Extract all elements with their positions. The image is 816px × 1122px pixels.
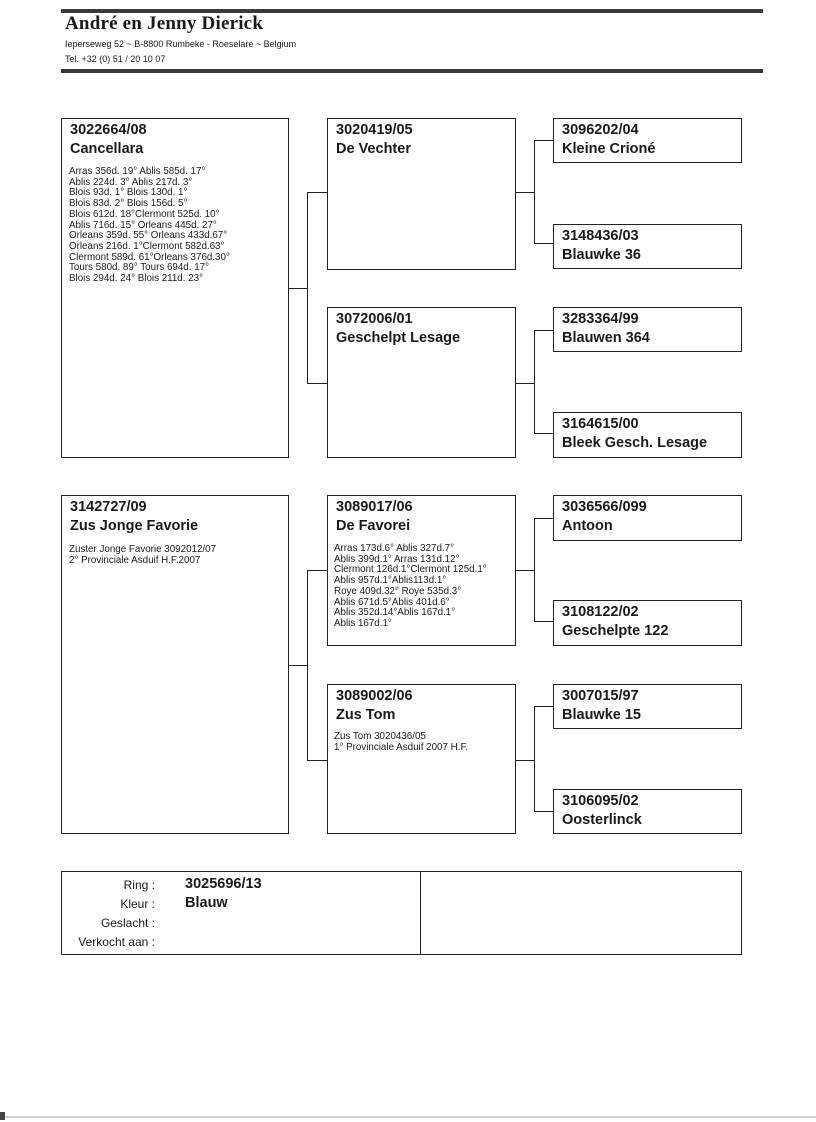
pigeon-ring: 3148436/03 [562, 228, 639, 244]
pigeon-name: Blauwke 36 [562, 247, 641, 263]
color-label: Kleur : [120, 897, 155, 911]
sire-sire-dam-card: 3148436/03 Blauwke 36 [553, 224, 742, 269]
pigeon-name: Blauwen 364 [562, 330, 650, 346]
connector-line [307, 383, 327, 384]
pigeon-ring: 3072006/01 [336, 311, 413, 327]
connector-line [534, 140, 553, 141]
pigeon-ring: 3142727/09 [70, 499, 147, 515]
pigeon-ring: 3108122/02 [562, 604, 639, 620]
pigeon-name: Geschelpte 122 [562, 623, 669, 639]
pigeon-name: Blauwke 15 [562, 707, 641, 723]
pigeon-name: Kleine Crioné [562, 141, 656, 157]
pigeon-name: Geschelpt Lesage [336, 330, 461, 346]
pigeon-ring: 3283364/99 [562, 311, 639, 327]
connector-line [288, 288, 308, 289]
race-results: Arras 356d. 19° Ablis 585d. 17° Ablis 22… [69, 166, 230, 285]
pigeon-ring: 3096202/04 [562, 122, 639, 138]
connector-line [534, 811, 553, 812]
connector-line [307, 570, 308, 761]
pigeon-name: De Vechter [336, 141, 411, 157]
connector-line [307, 570, 327, 571]
color-value: Blauw [185, 895, 228, 911]
info-divider [420, 872, 421, 954]
pigeon-name: Bleek Gesch. Lesage [562, 435, 708, 451]
connector-line [307, 192, 327, 193]
dam-sire-dam-card: 3108122/02 Geschelpte 122 [553, 600, 742, 646]
connector-line [307, 760, 327, 761]
pigeon-ring: 3020419/05 [336, 122, 413, 138]
connector-line [515, 383, 535, 384]
pigeon-name: Cancellara [70, 141, 144, 157]
race-results: Arras 173d.6° Ablis 327d.7° Ablis 399d.1… [334, 543, 487, 629]
pigeon-ring: 3007015/97 [562, 688, 639, 704]
dam-dam-sire-card: 3007015/97 Blauwke 15 [553, 684, 742, 729]
connector-line [307, 192, 308, 384]
pigeon-name: Zus Tom [336, 707, 396, 723]
connector-line [534, 518, 535, 622]
pigeon-name: Zus Jonge Favorie [70, 518, 199, 534]
pigeon-ring: 3089002/06 [336, 688, 413, 704]
connector-line [288, 665, 308, 666]
subject-info-box: Ring : 3025696/13 Kleur : Blauw Geslacht… [61, 871, 742, 955]
connector-line [534, 330, 535, 434]
ring-value: 3025696/13 [185, 876, 262, 892]
connector-line [534, 330, 553, 331]
connector-line [534, 243, 553, 244]
scan-edge [0, 1116, 816, 1118]
pigeon-ring: 3036566/099 [562, 499, 647, 515]
dam-sire-card: 3089017/06 De Favorei Arras 173d.6° Abli… [327, 495, 516, 646]
sire-card: 3022664/08 Cancellara Arras 356d. 19° Ab… [61, 118, 289, 458]
dam-dam-card: 3089002/06 Zus Tom Zus Tom 3020436/05 1°… [327, 684, 516, 834]
sire-sire-card: 3020419/05 De Vechter [327, 118, 516, 270]
pigeon-name: De Favorei [336, 518, 411, 534]
pigeon-notes: Zus Tom 3020436/05 1° Provinciale Asduif… [334, 731, 469, 753]
connector-line [534, 706, 553, 707]
sire-dam-sire-card: 3283364/99 Blauwen 364 [553, 307, 742, 352]
connector-line [534, 433, 553, 434]
pigeon-ring: 3022664/08 [70, 122, 147, 138]
sire-dam-card: 3072006/01 Geschelpt Lesage [327, 307, 516, 458]
pigeon-name: Oosterlinck [562, 812, 642, 828]
header-top-rule [61, 9, 763, 13]
connector-line [534, 518, 553, 519]
scan-mark [0, 1112, 5, 1120]
pigeon-ring: 3106095/02 [562, 793, 639, 809]
sire-dam-dam-card: 3164615/00 Bleek Gesch. Lesage [553, 412, 742, 458]
header-bottom-rule [61, 69, 763, 73]
owner-name: André en Jenny Dierick [65, 13, 264, 34]
ring-label: Ring : [123, 878, 155, 892]
pigeon-ring: 3164615/00 [562, 416, 639, 432]
connector-line [515, 760, 535, 761]
dam-dam-dam-card: 3106095/02 Oosterlinck [553, 789, 742, 834]
pigeon-notes: Zuster Jonge Favorie 3092012/07 2° Provi… [69, 544, 217, 566]
owner-phone: Tel. +32 (0) 51 / 20 10 07 [65, 54, 166, 64]
sex-label: Geslacht : [100, 916, 155, 930]
pigeon-ring: 3089017/06 [336, 499, 413, 515]
sold-to-label: Verkocht aan : [78, 935, 155, 949]
connector-line [534, 706, 535, 812]
owner-address: Ieperseweg 52 ~ B-8800 Rumbeke - Roesela… [65, 39, 297, 49]
sire-sire-sire-card: 3096202/04 Kleine Crioné [553, 118, 742, 163]
pigeon-name: Antoon [562, 518, 613, 534]
dam-card: 3142727/09 Zus Jonge Favorie Zuster Jong… [61, 495, 289, 834]
dam-sire-sire-card: 3036566/099 Antoon [553, 495, 742, 541]
connector-line [515, 570, 535, 571]
connector-line [515, 192, 535, 193]
connector-line [534, 621, 553, 622]
connector-line [534, 140, 535, 244]
